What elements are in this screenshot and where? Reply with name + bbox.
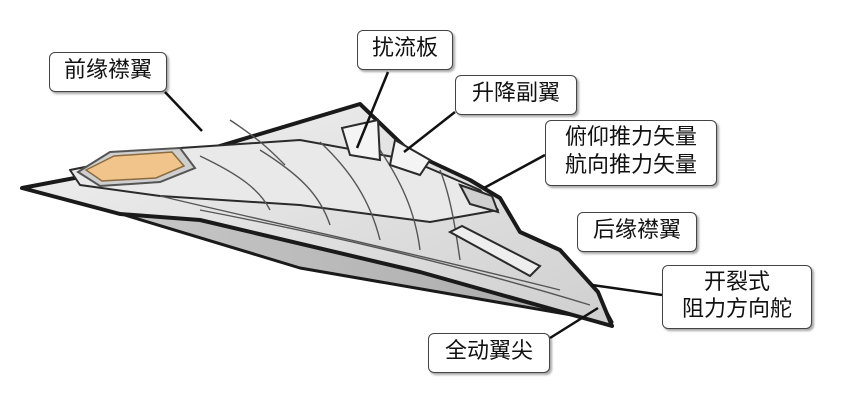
main-wing [20,102,614,328]
trailing-edge-flap-panel [447,224,542,278]
label-spoiler: 扰流板 [357,30,453,70]
label-split-drag-rudder-line2: 阻力方向舵 [681,297,792,322]
leader-thrust-vector [483,153,546,190]
leader-elevon [403,111,456,153]
panel-lines [159,119,591,306]
label-thrust-vector: 俯仰推力矢量 航向推力矢量 [545,120,717,186]
label-leading-edge-flap: 前缘襟翼 [49,52,167,92]
leader-lines [164,71,663,340]
thrust-nozzle [457,183,500,214]
leader-spoiler [355,71,390,149]
label-all-moving-wingtip: 全动翼尖 [428,333,550,373]
label-split-drag-rudder: 开裂式 阻力方向舵 [662,265,812,329]
label-elevon: 升降副翼 [455,75,577,115]
leader-leading-edge-flap [164,91,203,132]
canopy [84,151,186,182]
label-split-drag-rudder-line1: 开裂式 [703,270,770,295]
label-trailing-edge-flap: 后缘襟翼 [577,212,697,252]
leader-wingtip [549,306,599,340]
label-yaw-thrust-vector: 航向推力矢量 [564,153,697,178]
elevon-panel [388,138,432,177]
label-pitch-thrust-vector: 俯仰推力矢量 [564,125,697,150]
leader-split-drag-rudder [591,283,663,297]
